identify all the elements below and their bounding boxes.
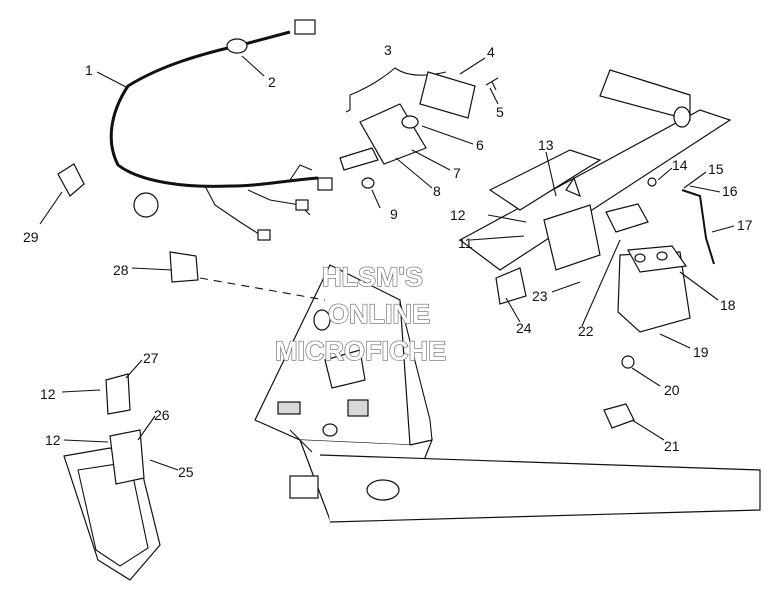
- watermark: HLSM'S ONLINE MICROFICHE: [274, 261, 446, 366]
- watermark-line-1: HLSM'S: [322, 262, 423, 292]
- callout-labels: 1 2 3 4 5 6 7 8 9 11 12 12 12 12 13 14 1…: [23, 42, 753, 480]
- callout-19: 19: [693, 344, 709, 360]
- callout-2: 2: [268, 74, 276, 90]
- callout-4: 4: [487, 44, 495, 60]
- callout-24: 24: [516, 320, 532, 336]
- watermark-line-3: MICROFICHE: [275, 336, 446, 366]
- callout-7: 7: [453, 165, 461, 181]
- callout-5: 5: [496, 104, 504, 120]
- callout-27: 27: [143, 350, 159, 366]
- callout-16: 16: [722, 183, 738, 199]
- watermark-line-2: ONLINE: [328, 299, 430, 329]
- callout-23: 23: [532, 288, 548, 304]
- callout-3: 3: [384, 42, 392, 58]
- wiring-harness: [109, 19, 333, 241]
- leader-lines: [39, 55, 735, 471]
- frame-assembly: [254, 69, 761, 523]
- callout-21: 21: [664, 438, 680, 454]
- callout-26: 26: [154, 407, 170, 423]
- left-components: [57, 163, 326, 581]
- callout-18: 18: [720, 297, 736, 313]
- callout-22: 22: [578, 323, 594, 339]
- callout-17: 17: [737, 217, 753, 233]
- callout-9: 9: [390, 206, 398, 222]
- callout-6: 6: [476, 137, 484, 153]
- callout-25: 25: [178, 464, 194, 480]
- callout-28: 28: [113, 262, 129, 278]
- callout-15: 15: [708, 161, 724, 177]
- battery-assembly: [495, 176, 715, 429]
- callout-12-right: 12: [450, 207, 466, 223]
- callout-20: 20: [664, 382, 680, 398]
- callout-8: 8: [433, 183, 441, 199]
- tail-light-assembly: [339, 67, 499, 189]
- callout-14: 14: [672, 157, 688, 173]
- callout-12-lower: 12: [45, 432, 61, 448]
- callout-29: 29: [23, 229, 39, 245]
- callout-1: 1: [85, 62, 93, 78]
- callout-11: 11: [458, 235, 473, 251]
- callout-12-battery: 12: [40, 386, 56, 402]
- callout-13: 13: [538, 137, 554, 153]
